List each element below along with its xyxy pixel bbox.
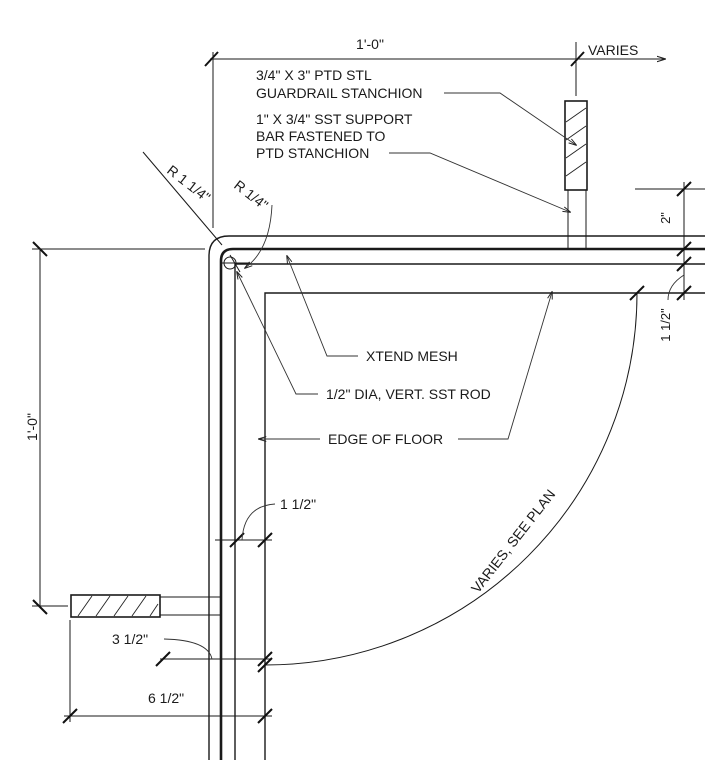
varies-arc	[257, 285, 645, 673]
callout-edge-of-floor: EDGE OF FLOOR	[328, 431, 443, 447]
radius-inner-label: R 1/4"	[231, 177, 271, 213]
varies-see-plan-label: VARIES, SEE PLAN	[468, 486, 559, 596]
callout-support-line2: BAR FASTENED TO	[256, 128, 386, 144]
sst-rod-symbol	[222, 254, 250, 273]
guardrail-stanchion-left	[70, 594, 161, 618]
dimension-bottom	[62, 620, 273, 724]
dimension-1-5in-mid-label: 1 1/2"	[280, 496, 316, 512]
callout-xtend-mesh: XTEND MESH	[366, 348, 458, 364]
edge-of-floor-line	[264, 292, 705, 760]
dimension-2in-label: 2"	[658, 212, 673, 224]
dimension-left	[32, 241, 205, 615]
dimension-right	[635, 181, 705, 301]
callout-stanchion-line1: 3/4" X 3" PTD STL	[256, 67, 372, 83]
callout-sst-rod: 1/2" DIA, VERT. SST ROD	[326, 386, 491, 402]
dimension-1-5in-right-label: 1 1/2"	[658, 308, 673, 342]
dimension-top	[204, 42, 665, 228]
radius-callouts	[142, 151, 273, 268]
support-bar-top	[567, 190, 587, 250]
dimension-3-5in-label: 3 1/2"	[112, 631, 148, 647]
dimension-6-5in-label: 6 1/2"	[148, 690, 184, 706]
dimension-varies-label: VARIES	[588, 42, 638, 58]
callout-support-line3: PTD STANCHION	[256, 145, 369, 161]
callout-support-line1: 1" X 3/4" SST SUPPORT	[256, 111, 413, 127]
dimension-mid	[215, 503, 276, 548]
dimension-left-label: 1'-0"	[24, 413, 40, 441]
support-bar-left	[160, 596, 221, 616]
mesh-line	[219, 247, 705, 760]
callout-stanchion-line2: GUARDRAIL STANCHION	[256, 85, 422, 101]
outer-railing-line	[208, 235, 705, 760]
guardrail-stanchion-top	[564, 100, 588, 191]
dimension-top-label: 1'-0"	[356, 36, 384, 52]
radius-outer-label: R 1 1/4"	[164, 162, 213, 205]
